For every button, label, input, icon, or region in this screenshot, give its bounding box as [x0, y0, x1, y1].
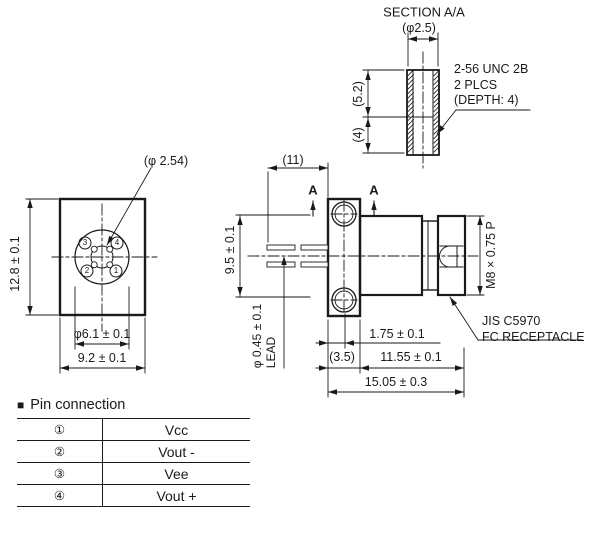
table-row: ② Vout -	[17, 440, 250, 462]
thread-callout-line2: 2 PLCS	[454, 77, 498, 92]
pin-cell: ②	[17, 441, 103, 462]
pin-number-4: 4	[114, 238, 120, 247]
section-marker-a-right: A	[369, 182, 379, 198]
section-marker-a-left: A	[308, 182, 318, 198]
lead-dia-callout: φ 0.45 ± 0.1 LEAD	[250, 304, 278, 368]
dim-flange-thickness: (3.5)	[329, 349, 355, 364]
lead-word: LEAD	[264, 336, 278, 369]
pin-cell: ③	[17, 463, 103, 484]
pin-number-1: 1	[113, 266, 119, 275]
dim-pin-circle-dia: (φ 2.54)	[143, 153, 189, 168]
pin-table-title: Pin connection	[30, 397, 126, 413]
dim-total-length: 15.05 ± 0.3	[364, 374, 428, 389]
table-row: ④ Vout +	[17, 484, 250, 507]
front-view-centerlines	[51, 203, 158, 332]
table-row: ③ Vee	[17, 462, 250, 484]
section-hatching	[407, 69, 441, 153]
pin-number-3: 3	[82, 238, 88, 247]
pin-cell: ①	[17, 419, 103, 440]
dim-thread-spec: M8 × 0.75 P	[483, 221, 498, 289]
dim-section-depth-upper: (5.2)	[350, 81, 365, 107]
signal-cell: Vout -	[158, 443, 195, 460]
thread-callout-line1: 2-56 UNC 2B	[454, 62, 529, 76]
receptacle-standard: JIS C5970	[482, 314, 541, 328]
dim-flange-width: 9.2 ± 0.1	[77, 350, 127, 365]
receptacle-callout: JIS C5970 FC RECEPTACLE	[482, 314, 585, 345]
square-bullet-icon: ■	[17, 398, 25, 412]
dim-lead-dia: φ 0.45 ± 0.1	[250, 303, 264, 369]
pin-table-heading: ■ Pin connection	[17, 397, 125, 413]
table-row: ① Vcc	[17, 418, 250, 440]
dim-boss-dia: φ6.1 ± 0.1	[73, 326, 131, 341]
side-view-centerlines	[247, 199, 479, 315]
pin-cell: ④	[17, 485, 103, 506]
signal-cell: Vee	[164, 465, 189, 482]
section-view-title: SECTION A/A	[383, 4, 465, 20]
dim-body-dia: 9.5 ± 0.1	[222, 225, 237, 275]
dim-lead-length: (11)	[282, 152, 304, 167]
pin-number-2: 2	[84, 266, 90, 275]
dim-body-length: 11.55 ± 0.1	[380, 349, 442, 364]
thread-callout-line3: (DEPTH: 4)	[454, 93, 519, 107]
thread-callout: 2-56 UNC 2B 2 PLCS (DEPTH: 4)	[454, 62, 528, 109]
signal-cell: Vcc	[164, 421, 189, 438]
receptacle-type: FC RECEPTACLE	[482, 329, 585, 344]
pin-connection-table: ① Vcc ② Vout - ③ Vee ④ Vout +	[17, 418, 250, 507]
side-view-outline	[266, 197, 467, 318]
signal-cell: Vout +	[156, 487, 197, 504]
dim-section-bore-dia: (φ2.5)	[402, 20, 436, 35]
dim-flange-height: 12.8 ± 0.1	[7, 236, 22, 292]
front-view-dimensions	[25, 167, 152, 374]
dim-hole-offset: 1.75 ± 0.1	[369, 326, 425, 341]
side-view-dimensions	[235, 162, 583, 398]
dimension-arrowheads	[27, 36, 483, 395]
dim-section-depth-lower: (4)	[350, 127, 365, 143]
